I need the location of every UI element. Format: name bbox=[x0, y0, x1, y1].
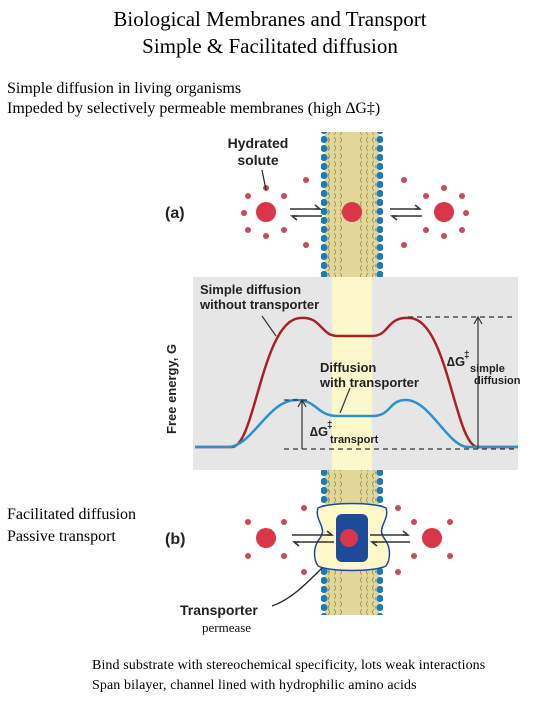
dg-simple-sub-1: simple bbox=[470, 363, 505, 375]
note-passive-transport: Passive transport bbox=[7, 528, 116, 545]
with-transporter-label-2: with transporter bbox=[319, 375, 419, 390]
title-line-2: Simple & Facilitated diffusion bbox=[142, 34, 398, 58]
solute-center bbox=[342, 202, 362, 222]
energy-guides bbox=[261, 315, 516, 450]
title-line-1: Biological Membranes and Transport bbox=[113, 7, 427, 31]
energy-curves bbox=[195, 316, 518, 449]
y-axis-label: Free energy, G bbox=[164, 344, 179, 434]
dg-transport-sub: transport bbox=[330, 434, 379, 446]
simple-diffusion-label-2: without transporter bbox=[199, 297, 319, 312]
energy-panel bbox=[193, 277, 518, 470]
equilibrium-arrows-b bbox=[291, 530, 411, 547]
dg-simple-dagger: ‡ bbox=[464, 350, 470, 361]
hydrated-solute-label-1: Hydrated bbox=[228, 135, 289, 151]
equilibrium-arrows-a bbox=[289, 204, 423, 221]
solute-right bbox=[434, 202, 454, 222]
membrane-upper bbox=[321, 132, 383, 282]
with-transporter-label-1: Diffusion bbox=[320, 360, 376, 375]
transporter-protein bbox=[313, 502, 391, 572]
panel-a-label: (a) bbox=[165, 205, 185, 222]
simple-diffusion-label-1: Simple diffusion bbox=[200, 282, 301, 297]
dg-simple-sub-2: diffusion bbox=[474, 375, 521, 387]
dg-transport-dagger: ‡ bbox=[327, 420, 333, 431]
hydrated-solute-label-2: solute bbox=[237, 152, 278, 168]
note-permeable-membranes: Impeded by selectively permeable membran… bbox=[7, 100, 381, 117]
note-simple-diffusion: Simple diffusion in living organisms bbox=[7, 80, 242, 97]
solute-in-channel bbox=[340, 529, 358, 547]
hydrated-solutes-b bbox=[245, 505, 453, 575]
panel-b-label: (b) bbox=[165, 531, 185, 548]
dg-simple-label: ∆G bbox=[447, 354, 465, 369]
bottom-notes: Bind substrate with stereochemical speci… bbox=[92, 656, 485, 696]
transporter-label: Transporter bbox=[180, 602, 258, 618]
bottom-note-channel: Span bilayer, channel lined with hydroph… bbox=[92, 678, 417, 693]
permease-label: permease bbox=[202, 620, 252, 635]
simple-diffusion-curve bbox=[195, 316, 518, 449]
dg-transport-label: ∆G bbox=[310, 424, 328, 439]
transporter-curve bbox=[195, 398, 518, 449]
bottom-note-specificity: Bind substrate with stereochemical speci… bbox=[92, 658, 486, 673]
note-facilitated-diffusion: Facilitated diffusion bbox=[7, 506, 137, 523]
solute-left bbox=[256, 202, 276, 222]
